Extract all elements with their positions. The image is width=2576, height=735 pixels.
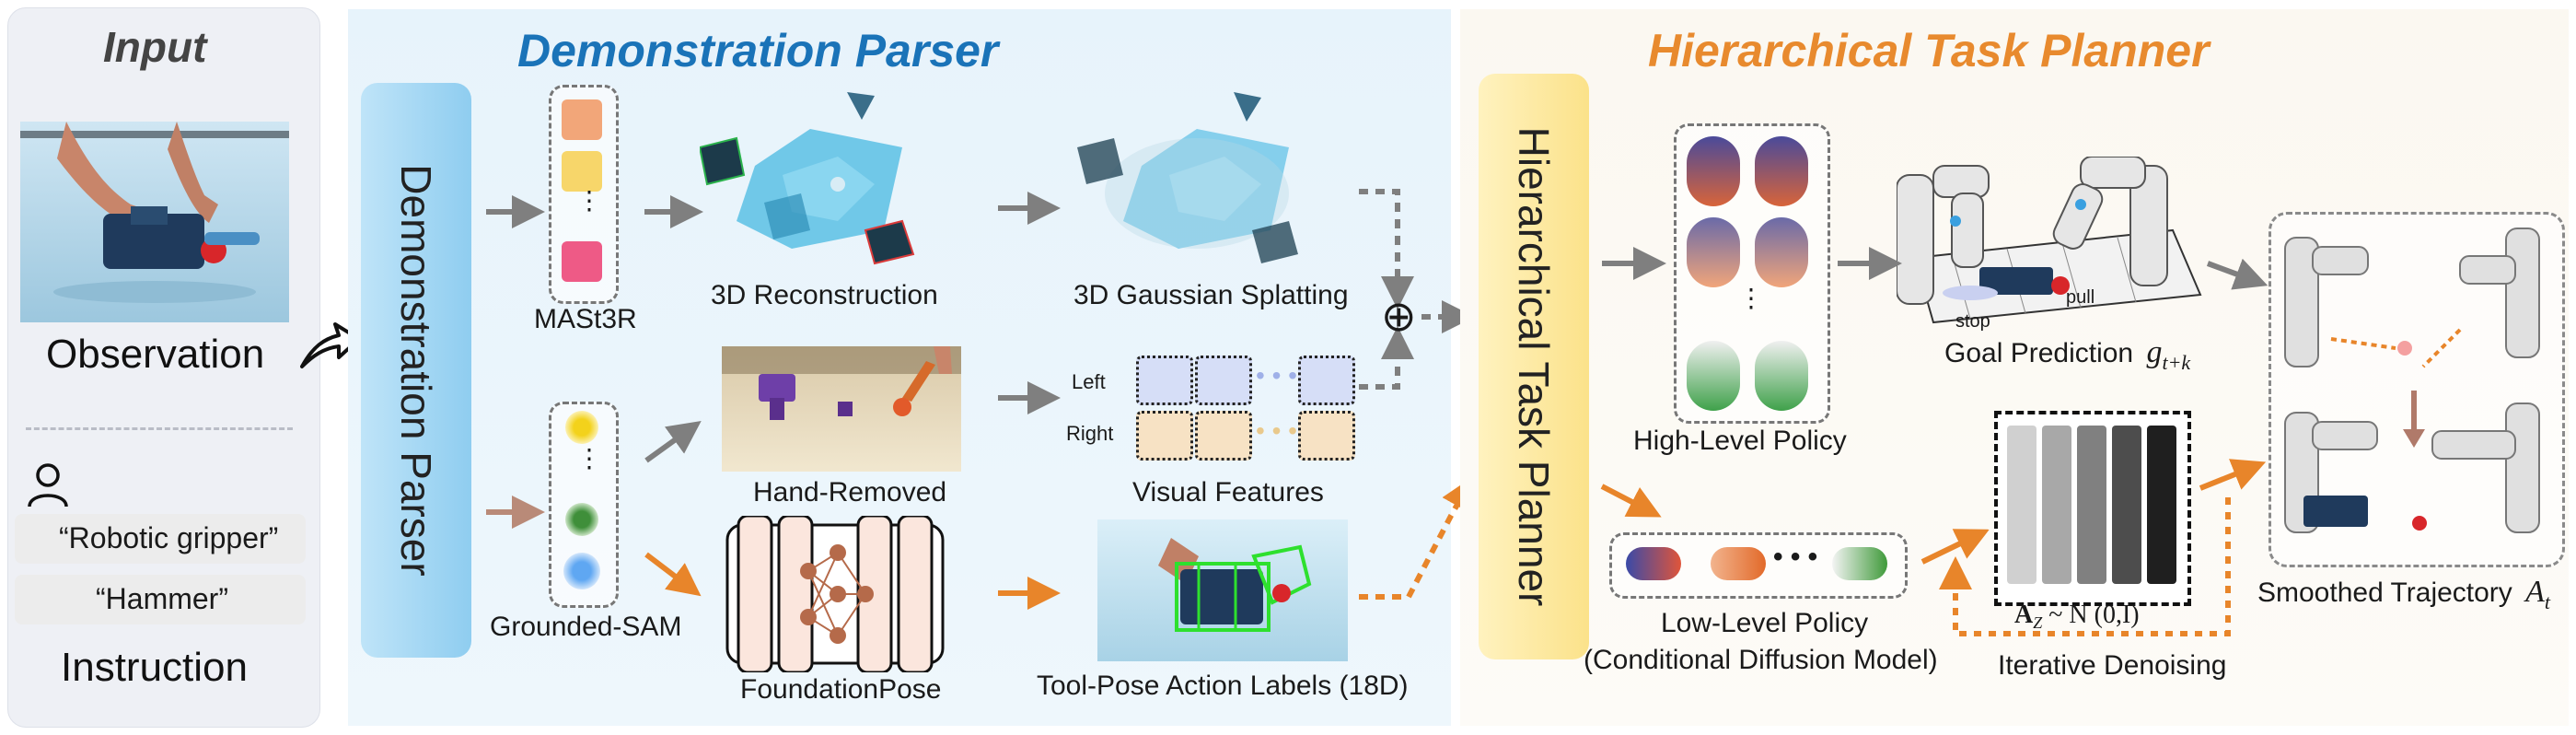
goal-prediction-text: Goal Prediction — [1944, 338, 2134, 368]
gaussian-splatting-image — [1077, 92, 1298, 263]
right-feature-2 — [1195, 411, 1252, 461]
hand-removed-label: Hand-Removed — [753, 477, 947, 508]
hl-token-1b — [1755, 136, 1808, 206]
high-level-label: High-Level Policy — [1633, 426, 1847, 456]
ll-token-2 — [1711, 547, 1766, 580]
low-level-sublabel: (Conditional Diffusion Model) — [1584, 645, 1938, 675]
tool-pose-label: Tool-Pose Action Labels (18D) — [1037, 671, 1409, 701]
prompt-pill-2 — [15, 575, 306, 624]
task-planner-module: Hierarchical Task Planner — [1479, 74, 1589, 659]
goal-symbol: g — [2146, 335, 2163, 369]
right-feature-1 — [1136, 411, 1193, 461]
hl-token-3a — [1687, 341, 1740, 411]
sam-token-3 — [563, 553, 600, 589]
instruction-label: Instruction — [61, 645, 248, 690]
mast3r-token-2 — [562, 151, 602, 192]
person-icon — [28, 463, 68, 508]
grounded-sam-label: Grounded-SAM — [490, 612, 682, 642]
gaussian-label: 3D Gaussian Splatting — [1073, 280, 1349, 310]
trajectory-robots — [2284, 228, 2540, 533]
noise-formula-a: A — [2014, 601, 2034, 629]
right-feature-3 — [1298, 411, 1355, 461]
denoise-bar-1 — [2007, 426, 2036, 584]
denoising-label: Iterative Denoising — [1998, 650, 2227, 681]
trajectory-subscript: t — [2544, 590, 2551, 613]
prompt-text-1: “Robotic gripper” — [59, 521, 279, 554]
prompt-text-2: “Hammer” — [96, 582, 228, 615]
input-title: Input — [103, 23, 207, 71]
noise-formula: AZ ~ N (0,I) — [2014, 601, 2140, 633]
demonstration-parser-module: Demonstration Parser — [361, 83, 471, 658]
denoise-bar-2 — [2042, 426, 2071, 584]
parser-title: Demonstration Parser — [517, 25, 999, 76]
denoise-bar-3 — [2077, 426, 2106, 584]
fusion-symbol: ⊕ — [1381, 292, 1417, 340]
foundationpose-network — [725, 516, 945, 672]
denoise-bar-4 — [2112, 426, 2141, 584]
hl-token-2b — [1755, 217, 1808, 287]
visual-features-label: Visual Features — [1132, 477, 1324, 508]
sam-token-1 — [565, 411, 598, 444]
trajectory-text: Smoothed Trajectory — [2257, 578, 2512, 608]
ll-ellipsis: • • • — [1773, 542, 1818, 572]
hl-token-3b — [1755, 341, 1808, 411]
goal-subscript: t+k — [2162, 351, 2191, 374]
ll-token-3 — [1832, 547, 1887, 580]
sam-token-2 — [565, 503, 598, 536]
pull-label: pull — [2066, 287, 2095, 308]
stop-label: stop — [1955, 311, 1990, 332]
left-feature-3 — [1298, 356, 1355, 405]
mast3r-token-1 — [562, 99, 602, 140]
hl-token-2a — [1687, 217, 1740, 287]
mast3r-label: MASt3R — [534, 304, 637, 334]
planner-title: Hierarchical Task Planner — [1648, 25, 2210, 76]
left-feature-1 — [1136, 356, 1193, 405]
hand-removed-image — [722, 346, 961, 472]
ll-token-1 — [1626, 547, 1681, 580]
right-feature-dots: • • • — [1256, 416, 1297, 445]
right-label: Right — [1066, 422, 1114, 445]
tool-pose-image — [1097, 519, 1348, 661]
noise-formula-sub: Z — [2033, 613, 2043, 632]
left-feature-dots: • • • — [1256, 361, 1297, 390]
goal-prediction-label: Goal Prediction gt+k — [1944, 335, 2190, 375]
left-label: Left — [1072, 370, 1106, 393]
hl-token-1a — [1687, 136, 1740, 206]
prompt-pill-1 — [15, 514, 306, 564]
trajectory-symbol: A — [2525, 575, 2545, 609]
low-level-label: Low-Level Policy — [1661, 608, 1869, 638]
observation-photo — [20, 122, 289, 322]
left-feature-2 — [1195, 356, 1252, 405]
goal-prediction-image — [1897, 157, 2202, 324]
input-divider — [26, 427, 293, 430]
mast3r-token-3 — [562, 241, 602, 282]
trajectory-label: Smoothed Trajectory At — [2257, 575, 2550, 614]
observation-label: Observation — [46, 332, 265, 377]
denoise-bar-5 — [2147, 426, 2176, 584]
reconstruction-image — [700, 92, 915, 265]
reconstruction-label: 3D Reconstruction — [711, 280, 938, 310]
foundationpose-label: FoundationPose — [740, 674, 942, 705]
noise-formula-rest: ~ N (0,I) — [2042, 601, 2140, 629]
